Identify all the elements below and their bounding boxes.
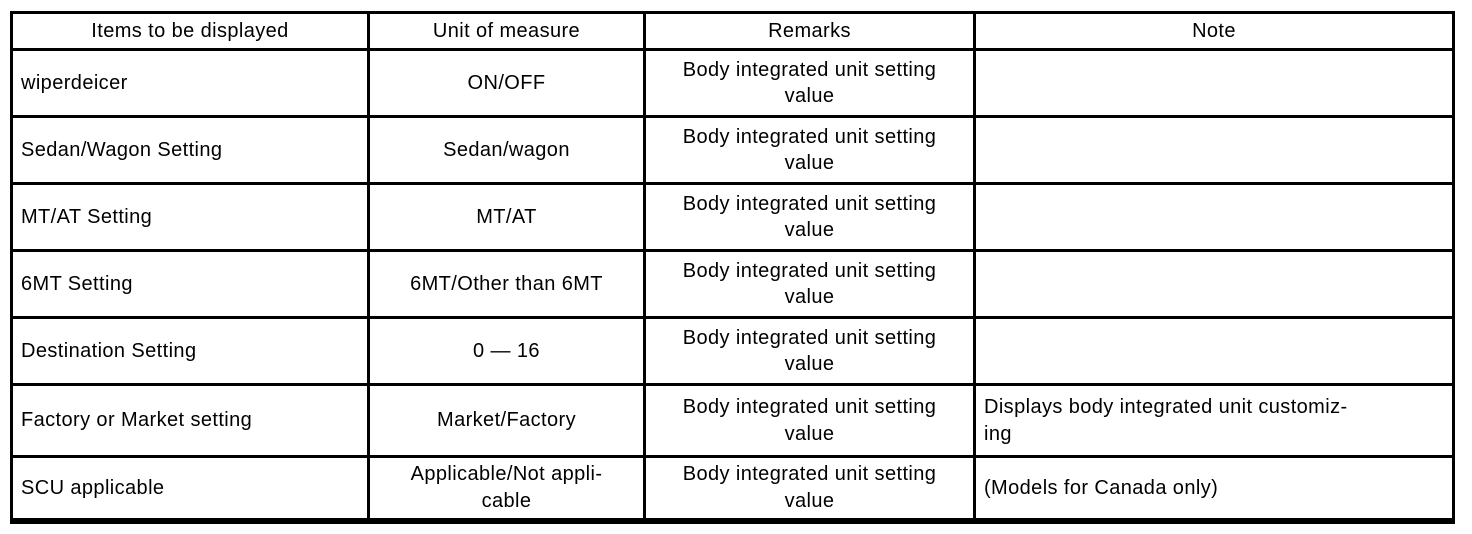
- cell-item: MT/AT Setting: [10, 182, 370, 252]
- column-header-unit: Unit of measure: [367, 11, 646, 51]
- cell-remarks: Body integrated unit setting value: [643, 115, 976, 185]
- cell-remarks: Body integrated unit setting value: [643, 316, 976, 386]
- cell-note: (Models for Canada only): [973, 455, 1455, 522]
- cell-remarks: Body integrated unit setting value: [643, 182, 976, 252]
- cell-note: [973, 115, 1455, 185]
- cell-item: Destination Setting: [10, 316, 370, 386]
- cell-note: [973, 182, 1455, 252]
- cell-unit: Sedan/wagon: [367, 115, 646, 185]
- cell-item: Factory or Market setting: [10, 383, 370, 458]
- cell-remarks: Body integrated unit setting value: [643, 249, 976, 319]
- cell-note: Displays body integrated unit customiz- …: [973, 383, 1455, 458]
- cell-unit: Applicable/Not appli- cable: [367, 455, 646, 522]
- column-header-items: Items to be displayed: [10, 11, 370, 51]
- cell-unit: 0 — 16: [367, 316, 646, 386]
- cell-remarks: Body integrated unit setting value: [643, 48, 976, 118]
- cell-unit: Market/Factory: [367, 383, 646, 458]
- cell-item: 6MT Setting: [10, 249, 370, 319]
- cell-item: SCU applicable: [10, 455, 370, 522]
- table-header: Items to be displayed Unit of measure Re…: [10, 11, 1455, 51]
- cell-note: [973, 316, 1455, 386]
- cell-remarks: Body integrated unit setting value: [643, 383, 976, 458]
- header-row: Items to be displayed Unit of measure Re…: [10, 11, 1455, 51]
- cell-note: [973, 48, 1455, 118]
- cell-item: wiperdeicer: [10, 48, 370, 118]
- cell-item: Sedan/Wagon Setting: [10, 115, 370, 185]
- column-header-note: Note: [973, 11, 1455, 51]
- cell-note: [973, 249, 1455, 319]
- settings-table: Items to be displayed Unit of measure Re…: [10, 11, 1455, 524]
- cell-unit: 6MT/Other than 6MT: [367, 249, 646, 319]
- column-header-remarks: Remarks: [643, 11, 976, 51]
- cell-remarks: Body integrated unit setting value: [643, 455, 976, 522]
- cell-unit: MT/AT: [367, 182, 646, 252]
- cell-unit: ON/OFF: [367, 48, 646, 118]
